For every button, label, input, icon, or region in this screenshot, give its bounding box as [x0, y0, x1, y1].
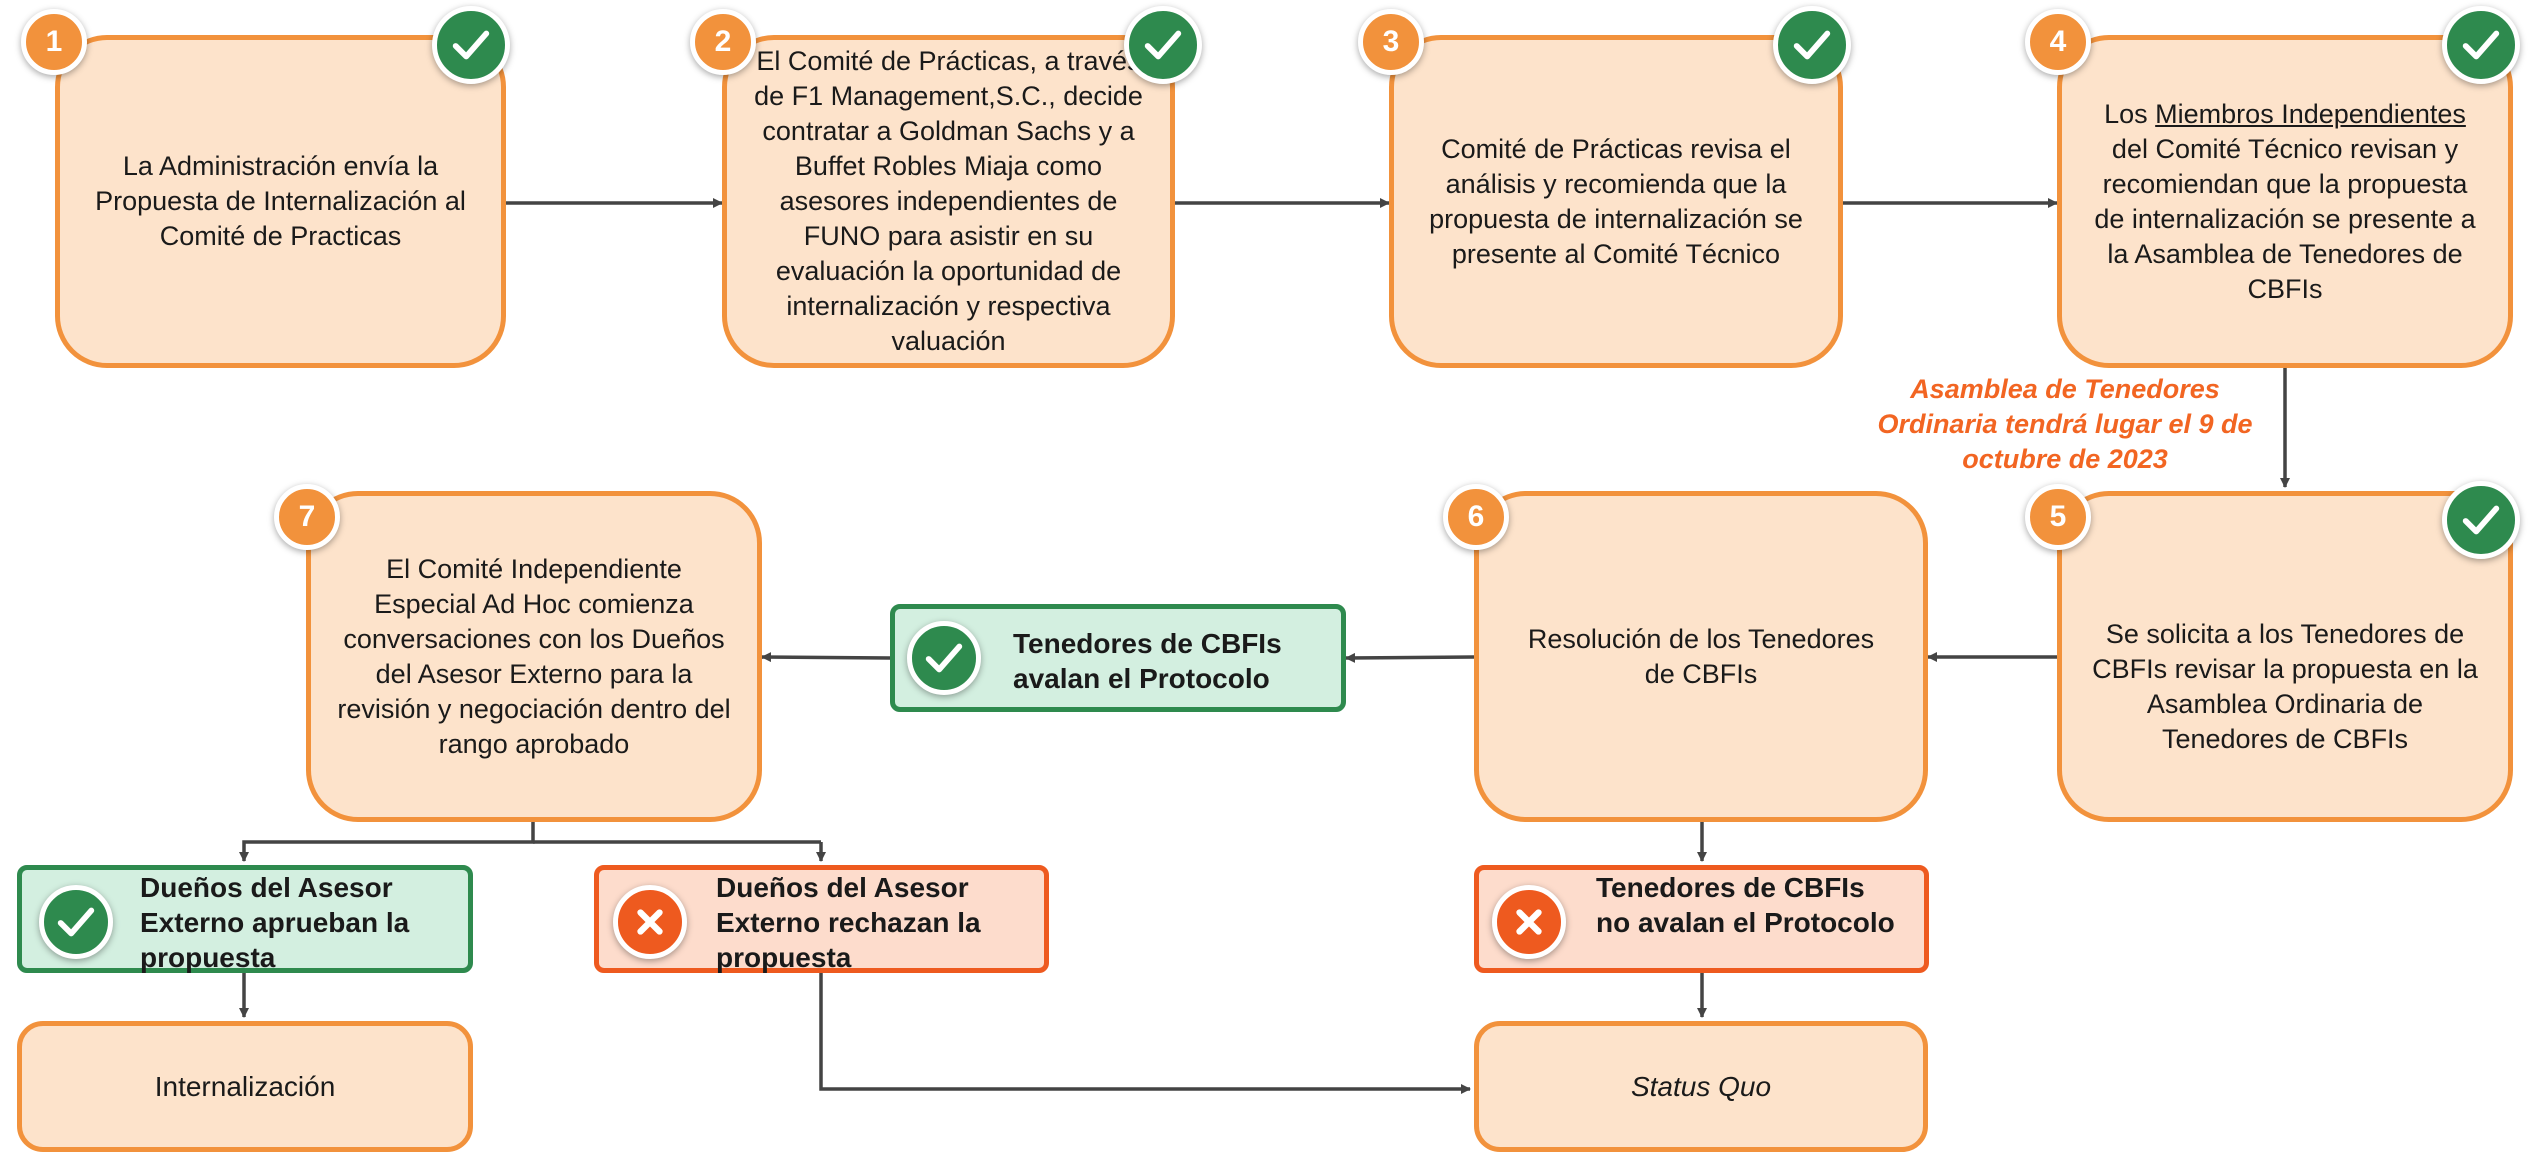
status-quo-box: Status Quo — [1474, 1021, 1928, 1152]
holders-approve-check-icon — [907, 621, 981, 695]
step-1-check-icon — [432, 6, 510, 84]
connector-7-branch — [239, 822, 535, 862]
holders-approve-box: Tenedores de CBFIs avalan el Protocolo — [890, 604, 1346, 712]
step-2-box: El Comité de Prácticas, a través de F1 M… — [722, 35, 1175, 368]
holders-reject-box: Tenedores de CBFIs no avalan el Protocol… — [1474, 865, 1929, 973]
step-2-text: El Comité de Prácticas, a través de F1 M… — [754, 46, 1143, 356]
step-7-box: El Comité Independiente Especial Ad Hoc … — [306, 491, 762, 822]
holders-reject-text: Tenedores de CBFIs no avalan el Protocol… — [1596, 872, 1895, 938]
owners-reject-box: Dueños del Asesor Externo rechazan la pr… — [594, 865, 1049, 973]
step-7-text: El Comité Independiente Especial Ad Hoc … — [337, 553, 731, 759]
step-4-text: Los Miembros Independientes del Comité T… — [2086, 97, 2484, 307]
owners-reject-x-icon — [613, 885, 687, 959]
owners-approve-box: Dueños del Asesor Externo aprueban la pr… — [17, 865, 473, 973]
internalization-text: Internalización — [154, 1071, 336, 1102]
owners-approve-check-icon — [39, 885, 113, 959]
step-2-check-icon — [1124, 6, 1202, 84]
step-3-check-icon — [1773, 6, 1851, 84]
step-5-text: Se solicita a los Tenedores de CBFIs rev… — [2092, 618, 2478, 754]
step-3-box: Comité de Prácticas revisa el análisis y… — [1389, 35, 1843, 368]
step-3-text: Comité de Prácticas revisa el análisis y… — [1429, 133, 1803, 269]
owners-approve-text: Dueños del Asesor Externo aprueban la pr… — [140, 872, 410, 973]
step-6-text: Resolución de los Tenedores de CBFIs — [1527, 623, 1875, 689]
step-4-box: Los Miembros Independientes del Comité T… — [2057, 35, 2513, 368]
step-4-text-end: del Comité Técnico revisan y recomiendan… — [2094, 133, 2476, 304]
step-4-number-badge: 4 — [2025, 9, 2091, 75]
step-2-number-badge: 2 — [690, 9, 756, 75]
step-1-box: La Administración envía la Propuesta de … — [55, 35, 506, 368]
owners-reject-text: Dueños del Asesor Externo rechazan la pr… — [716, 872, 981, 973]
step-3-number-badge: 3 — [1358, 9, 1424, 75]
arrow-owners-reject-to-status-quo — [819, 972, 1471, 1094]
step-6-box: Resolución de los Tenedores de CBFIs — [1474, 491, 1928, 822]
step-1-text: La Administración envía la Propuesta de … — [95, 151, 466, 251]
step-4-text-start: Los — [2104, 98, 2156, 129]
step-5-number-badge: 5 — [2025, 484, 2091, 550]
step-4-underlined-text: Miembros Independientes — [2155, 98, 2466, 129]
step-5-check-icon — [2442, 481, 2520, 559]
holders-approve-text: Tenedores de CBFIs avalan el Protocolo — [1013, 628, 1282, 694]
arrow-6-to-approve — [1345, 652, 1475, 663]
internalization-box: Internalización — [17, 1021, 473, 1152]
step-1-number-badge: 1 — [21, 9, 87, 75]
status-quo-text: Status Quo — [1630, 1071, 1772, 1102]
step-4-check-icon — [2442, 6, 2520, 84]
arrow-approve-to-7 — [761, 652, 891, 663]
assembly-date-note: Asamblea de Tenedores Ordinaria tendrá l… — [1877, 374, 2253, 474]
step-7-number-badge: 7 — [274, 484, 340, 550]
step-6-number-badge: 6 — [1443, 484, 1509, 550]
step-5-box: Se solicita a los Tenedores de CBFIs rev… — [2057, 491, 2513, 822]
holders-reject-x-icon — [1492, 885, 1566, 959]
